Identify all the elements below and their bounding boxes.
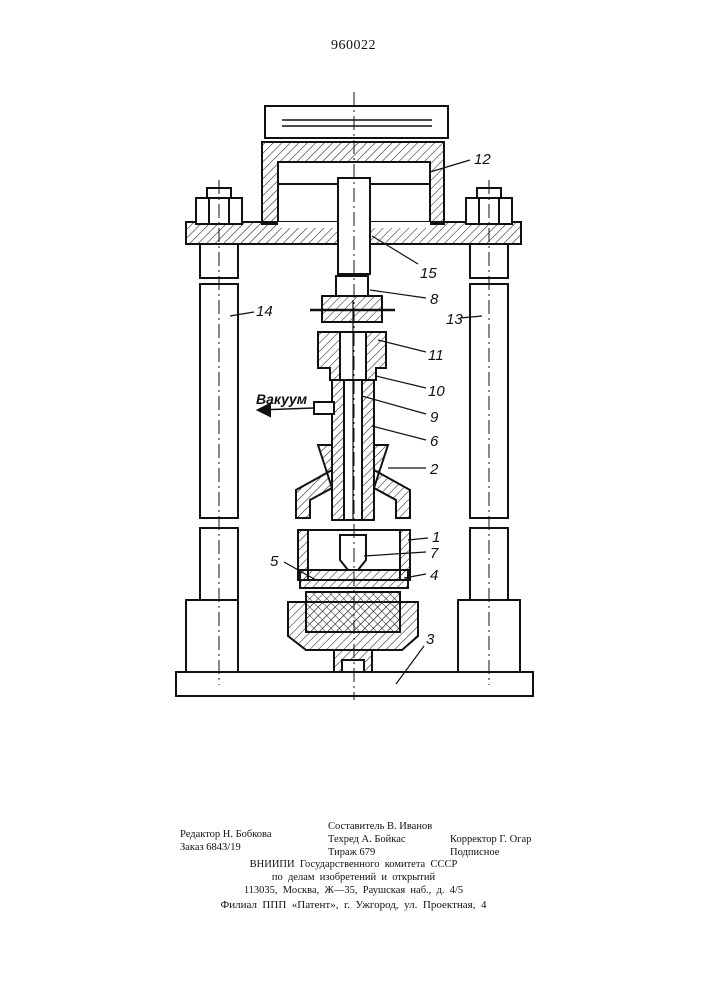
callout-15: 15 (420, 265, 437, 282)
imprint-org-line2: по делам изобретений и открытий (0, 871, 707, 884)
callout-9: 9 (430, 409, 439, 426)
callout-10: 10 (428, 383, 445, 400)
imprint-branch: Филиал ППП «Патент», г. Ужгород, ул. Про… (0, 899, 707, 912)
imprint-editor: Редактор Н. Бобкова (180, 828, 272, 841)
callout-4: 4 (430, 567, 438, 584)
callout-7: 7 (430, 545, 439, 562)
callout-6: 6 (430, 433, 439, 450)
cone-2 (296, 445, 332, 518)
top-plate (265, 106, 448, 138)
callout-14: 14 (256, 303, 273, 320)
vacuum-port (314, 402, 334, 414)
vacuum-label: Вакуум (256, 391, 308, 407)
nozzle-7 (340, 535, 366, 570)
imprint-order: Заказ 6843/19 (180, 841, 241, 854)
callout-11: 11 (428, 347, 444, 364)
imprint-compiler: Составитель В. Иванов (328, 820, 432, 833)
callout-2: 2 (429, 461, 439, 478)
callout-3: 3 (426, 631, 435, 648)
clamp-8 (336, 276, 368, 296)
callout-12: 12 (474, 151, 491, 168)
callout-1: 1 (432, 529, 440, 546)
imprint-address: 113035, Москва, Ж—35, Раушская наб., д. … (0, 884, 707, 897)
callout-8: 8 (430, 291, 439, 308)
callout-5: 5 (270, 553, 279, 570)
imprint-techred: Техред А. Бойкас (328, 833, 406, 846)
callout-13: 13 (446, 311, 463, 328)
imprint-corrector: Корректор Г. Огар (450, 833, 531, 846)
imprint-org-line1: ВНИИПИ Государственного комитета СССР (0, 858, 707, 871)
